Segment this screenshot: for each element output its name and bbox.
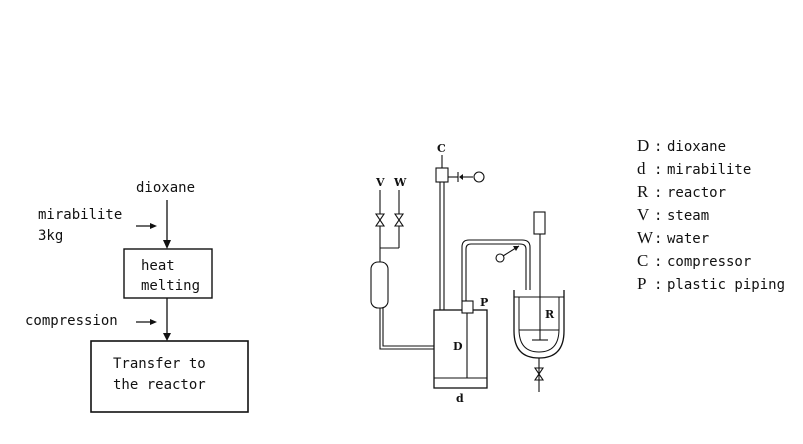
dioxane-tank bbox=[433, 309, 488, 389]
pressure-gauge-icon bbox=[473, 171, 485, 183]
mirabilite-input-label: mirabilite bbox=[38, 207, 122, 223]
legend-separator: : bbox=[654, 162, 662, 178]
reactor-vessel bbox=[513, 290, 565, 359]
legend-letter: W bbox=[637, 228, 654, 247]
water-valve-icon bbox=[393, 213, 405, 227]
mirabilite-arrowhead bbox=[150, 223, 157, 229]
dioxane-tank-label: D bbox=[453, 340, 463, 353]
transfer-label-2: the reactor bbox=[113, 377, 206, 393]
reactor-jacket bbox=[518, 297, 560, 353]
compression-arrowhead bbox=[150, 319, 157, 325]
pressure-arrowhead bbox=[459, 174, 463, 180]
legend-letter: P bbox=[637, 274, 646, 293]
heat-melting-label-2: melting bbox=[141, 278, 200, 294]
legend-item-text: reactor bbox=[667, 185, 726, 201]
steam-valve-icon bbox=[374, 213, 386, 227]
legend-item-text: compressor bbox=[667, 254, 751, 270]
legend-letter: V bbox=[637, 205, 650, 224]
heat-melting-label-1: heat bbox=[141, 258, 175, 274]
legend-letter: R bbox=[637, 182, 649, 201]
compressor-fitting bbox=[435, 167, 449, 183]
separator-vessel bbox=[370, 261, 389, 309]
legend-item-text: dioxane bbox=[667, 139, 726, 155]
mirabilite-amount-label: 3kg bbox=[38, 228, 63, 244]
plastic-pipe-inner bbox=[465, 243, 527, 301]
plastic-pipe-outer bbox=[461, 239, 531, 301]
dioxane-arrowhead bbox=[163, 240, 171, 249]
legend-separator: : bbox=[654, 208, 662, 224]
separator-to-tank-pipe-inner bbox=[382, 308, 434, 347]
reactor-top-instrument bbox=[533, 211, 546, 235]
compressor-label: C bbox=[437, 142, 446, 155]
reactor-drain-valve-icon bbox=[533, 367, 545, 381]
legend-letter: C bbox=[637, 251, 648, 270]
steam-line-label: V bbox=[375, 176, 385, 189]
plastic-piping-label: P bbox=[480, 296, 488, 309]
legend-item-text: steam bbox=[667, 208, 709, 224]
legend-separator: : bbox=[654, 139, 662, 155]
legend-item-text: plastic piping bbox=[667, 277, 785, 293]
legend-letter: D bbox=[637, 136, 649, 155]
separator-to-tank-pipe bbox=[379, 308, 434, 350]
reactor-label: R bbox=[545, 308, 555, 321]
melt-to-transfer-arrowhead bbox=[163, 333, 171, 341]
flow-arrowhead bbox=[513, 246, 519, 251]
transfer-label-1: Transfer to bbox=[113, 356, 206, 372]
legend-separator: : bbox=[654, 277, 662, 293]
plastic-pipe-fitting bbox=[461, 300, 474, 314]
mirabilite-label: d bbox=[456, 392, 464, 405]
compression-input-label: compression bbox=[25, 313, 118, 329]
legend-separator: : bbox=[654, 185, 662, 201]
legend-separator: : bbox=[654, 231, 662, 247]
process-flowchart: dioxane mirabilite 3kg heat melting comp… bbox=[25, 180, 249, 413]
legend-item-text: mirabilite bbox=[667, 162, 751, 178]
dioxane-input-label: dioxane bbox=[136, 180, 195, 196]
legend-letter: d bbox=[637, 159, 646, 178]
heat-melting-box bbox=[123, 248, 213, 299]
water-line-label: W bbox=[393, 176, 407, 189]
flow-gauge-icon bbox=[495, 253, 505, 263]
transfer-reactor-box bbox=[90, 340, 249, 413]
apparatus-schematic: C V W D d P bbox=[370, 142, 565, 405]
legend-separator: : bbox=[654, 254, 662, 270]
legend-item-text: water bbox=[667, 231, 709, 247]
